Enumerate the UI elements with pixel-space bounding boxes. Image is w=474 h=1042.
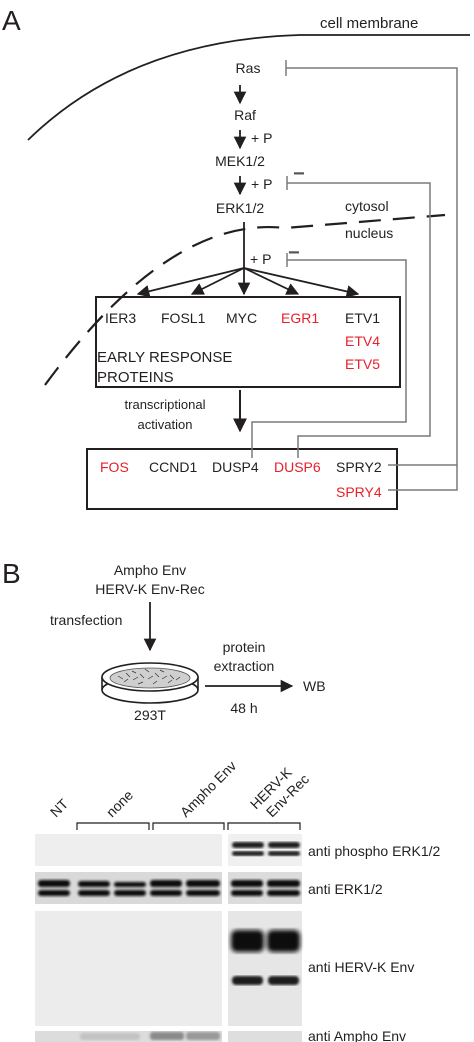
panel-b-label: B [2,558,21,589]
early-response-box [95,296,401,388]
raf-label: Raf [234,107,256,123]
gene-fos: FOS [100,459,129,475]
nucleus-label: nucleus [345,225,393,241]
blot-label-erk: anti ERK1/2 [308,881,383,897]
gene-egr1: EGR1 [281,310,319,326]
ras-label: Ras [236,60,261,76]
construct-ampho: Ampho Env [114,562,186,578]
phospho-1: + P [251,130,272,146]
early-response-title-2: PROTEINS [97,369,174,386]
cell-membrane-curve [27,34,470,141]
gene-dusp6: DUSP6 [274,459,321,475]
early-gene-arrows [136,267,360,298]
cytosol-label: cytosol [345,198,389,214]
late-response-box [86,448,398,510]
gene-etv4: ETV4 [345,333,380,349]
blot-erk [35,872,302,904]
gene-ccnd1: CCND1 [149,459,197,475]
mek-label: MEK1/2 [215,153,265,169]
inhibit-mark-2: − [288,242,300,264]
construct-herv: HERV-K Env-Rec [95,581,204,597]
blot-label-ampho-env: anti Ampho Env [308,1028,406,1042]
phospho-2: + P [251,176,272,192]
phospho-3: + P [250,251,271,267]
erk-label: ERK1/2 [216,200,264,216]
gene-etv1: ETV1 [345,310,380,326]
activation-label-2: activation [138,417,193,432]
transfection-label: transfection [50,612,122,628]
blot-label-phospho-erk: anti phospho ERK1/2 [308,843,441,859]
extraction-label-2: extraction [214,658,275,674]
gene-fosl1: FOSL1 [161,310,206,326]
inhibit-mark-1: − [293,163,305,185]
lane-group-brackets [76,822,301,830]
cell-line-label: 293T [134,707,166,723]
gene-dusp4: DUSP4 [212,459,259,475]
readout-label: WB [303,678,326,694]
extraction-label-1: protein [223,639,266,655]
blot-label-herv-env: anti HERV-K Env [308,959,414,975]
lane-ampho-label: Ampho Env [177,758,239,820]
gene-spry4: SPRY4 [336,484,382,500]
blot-herv-env [35,911,302,1026]
culture-dish [101,662,199,704]
gene-etv5: ETV5 [345,356,380,372]
cell-membrane-label: cell membrane [320,15,418,32]
gene-spry2: SPRY2 [336,459,382,475]
lane-none-label: none [103,787,136,820]
gene-myc: MYC [226,310,257,326]
gene-ier3: IER3 [105,310,136,326]
blot-phospho-erk [35,834,302,866]
activation-label-1: transcriptional [125,397,206,412]
time-label: 48 h [230,700,257,716]
lane-nt-label: NT [47,795,72,820]
nuclear-envelope-dashed [44,213,446,386]
blot-ampho-env [35,1031,302,1042]
early-response-title-1: EARLY RESPONSE [97,349,232,366]
feedback-lines [251,60,458,491]
panel-a-label: A [2,5,21,36]
